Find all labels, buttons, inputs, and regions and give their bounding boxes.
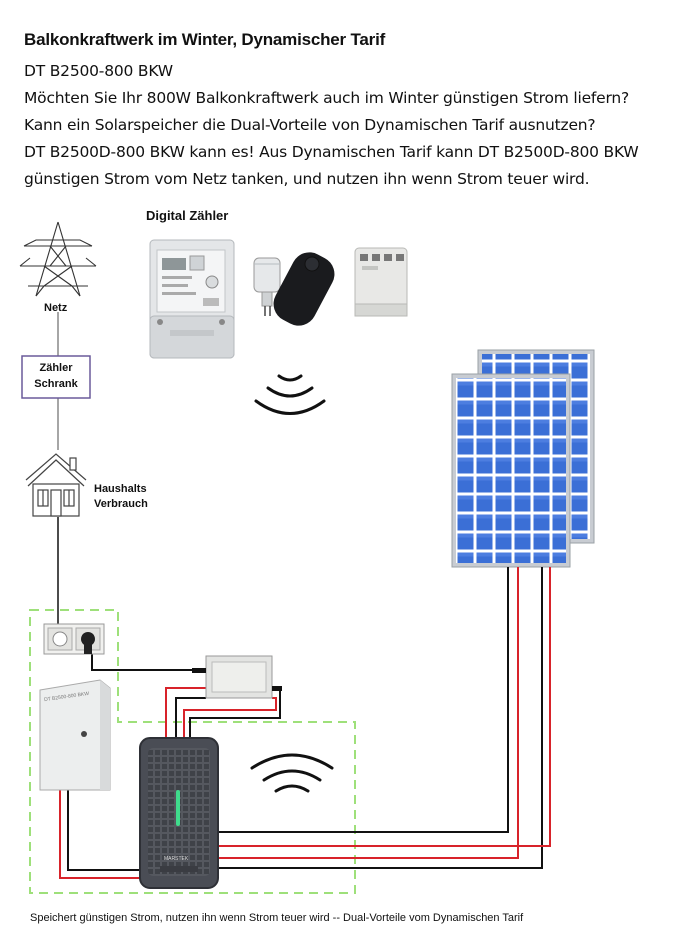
digital-meter-device (149, 239, 235, 359)
household-label: Haushalts Verbrauch (94, 482, 148, 512)
control-box-device (39, 679, 111, 791)
grid-label: Netz (44, 302, 68, 314)
header-line-3: Kann ein Solarspeicher die Dual-Vorteile… (24, 116, 596, 134)
house-icon (25, 453, 87, 517)
household-label-line1: Haushalts (94, 483, 147, 495)
din-rail-meter-device (354, 247, 408, 317)
header-line-4: DT B2500D-800 BKW kann es! Aus Dynamisch… (24, 143, 639, 161)
smart-plug-device (253, 257, 281, 316)
microinverter-device (192, 655, 282, 699)
wall-socket-icon (43, 623, 105, 655)
solar-panel-front (451, 373, 571, 568)
optical-reader-device (273, 252, 335, 326)
dc-cables (59, 567, 551, 879)
header-line-5: günstigen Strom vom Netz tanken, und nut… (24, 170, 590, 188)
wireless-signal-icon (254, 374, 326, 415)
system-boundary-box (29, 609, 356, 894)
battery-device (139, 737, 219, 889)
page-title: Balkonkraftwerk im Winter, Dynamischer T… (24, 30, 386, 49)
battery-brand-label: MARSTEK (164, 856, 189, 862)
meter-cabinet-label-line2: Schrank (34, 378, 78, 390)
household-label-line2: Verbrauch (94, 498, 148, 510)
header-text: Balkonkraftwerk im Winter, Dynamischer T… (24, 30, 684, 193)
power-tower-icon (19, 221, 97, 297)
header-line-1: DT B2500-800 BKW (24, 62, 173, 80)
meter-cabinet-box (21, 355, 91, 399)
wireless-signal-icon-bottom (250, 753, 334, 793)
header-line-2: Möchten Sie Ihr 800W Balkonkraftwerk auc… (24, 89, 630, 107)
digital-meter-label: Digital Zähler (146, 208, 229, 223)
bottom-caption: Speichert günstigen Strom, nutzen ihn we… (30, 912, 524, 924)
meter-cabinet-label-line1: Zähler (39, 362, 73, 374)
meter-cabinet-label: Zähler Schrank (24, 360, 88, 392)
